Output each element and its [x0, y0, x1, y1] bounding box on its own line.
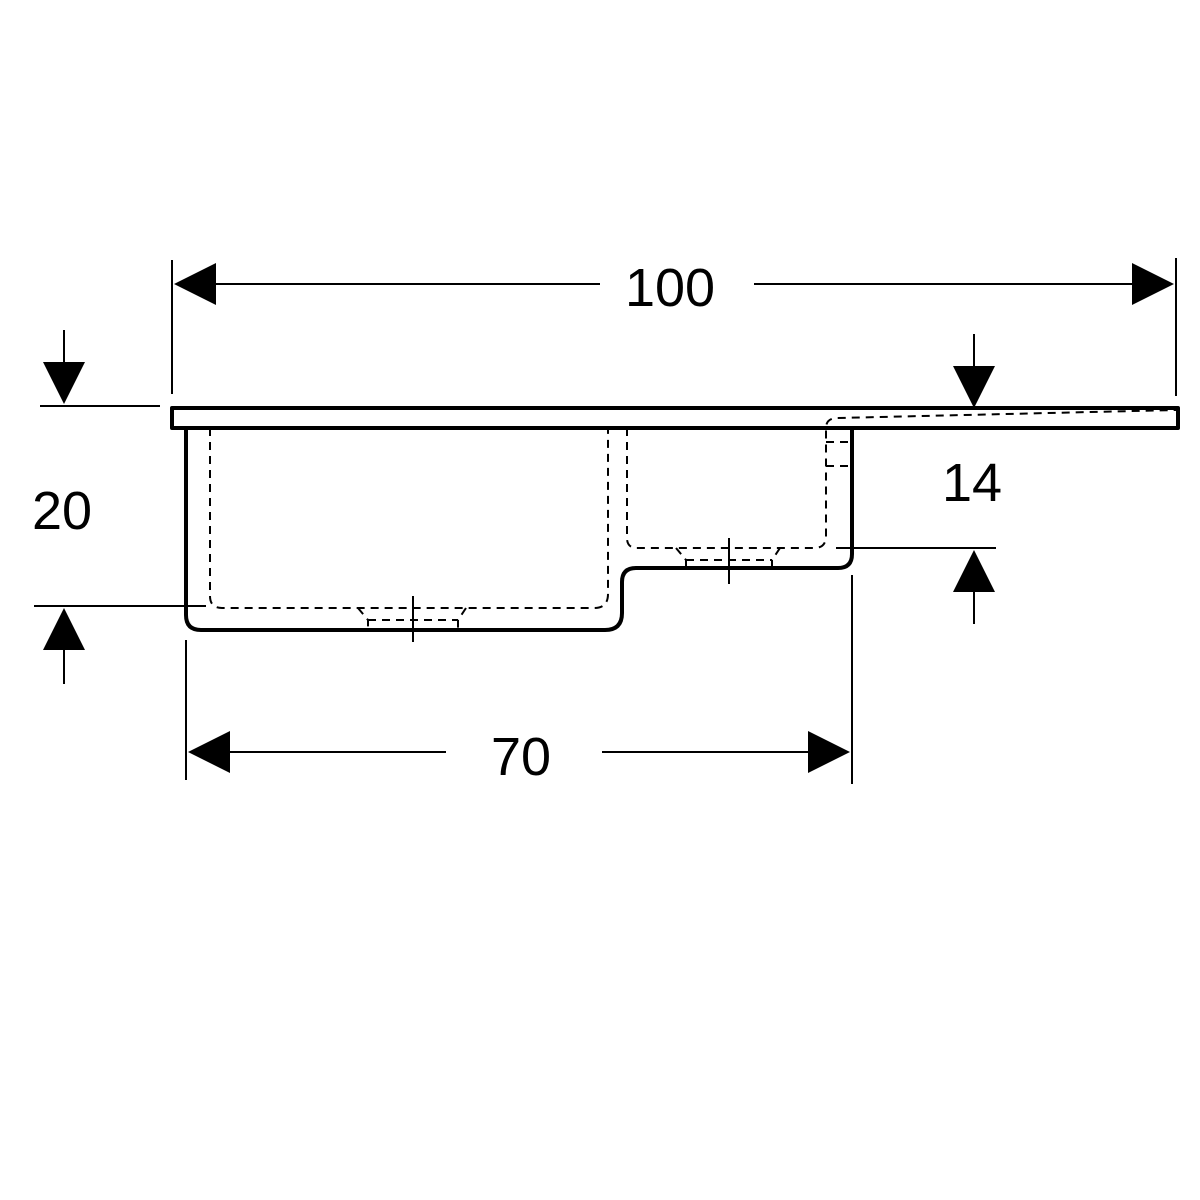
- small-bowl-depth-label: 14: [942, 453, 1002, 513]
- bowl-width-arrow-right: [808, 731, 850, 773]
- small-depth-arrow-bottom: [953, 550, 995, 592]
- width-arrow-right: [1132, 263, 1174, 305]
- countertop-slab: [170, 406, 1180, 430]
- small-bowl-hidden-outline: [626, 409, 1177, 549]
- sink-outer-outline: [184, 428, 854, 632]
- large-bowl-hidden-outline: [209, 428, 609, 609]
- depth-arrow-bottom: [43, 608, 85, 650]
- depth-arrow-top: [43, 362, 85, 404]
- bowl-width-arrow-left: [188, 731, 230, 773]
- bowl-width-label: 70: [491, 727, 551, 787]
- width-arrow-left: [174, 263, 216, 305]
- bowl-depth-label: 20: [32, 481, 92, 541]
- overflow-hidden: [826, 441, 852, 467]
- total-width-label: 100: [625, 258, 715, 318]
- small-depth-arrow-top: [953, 366, 995, 408]
